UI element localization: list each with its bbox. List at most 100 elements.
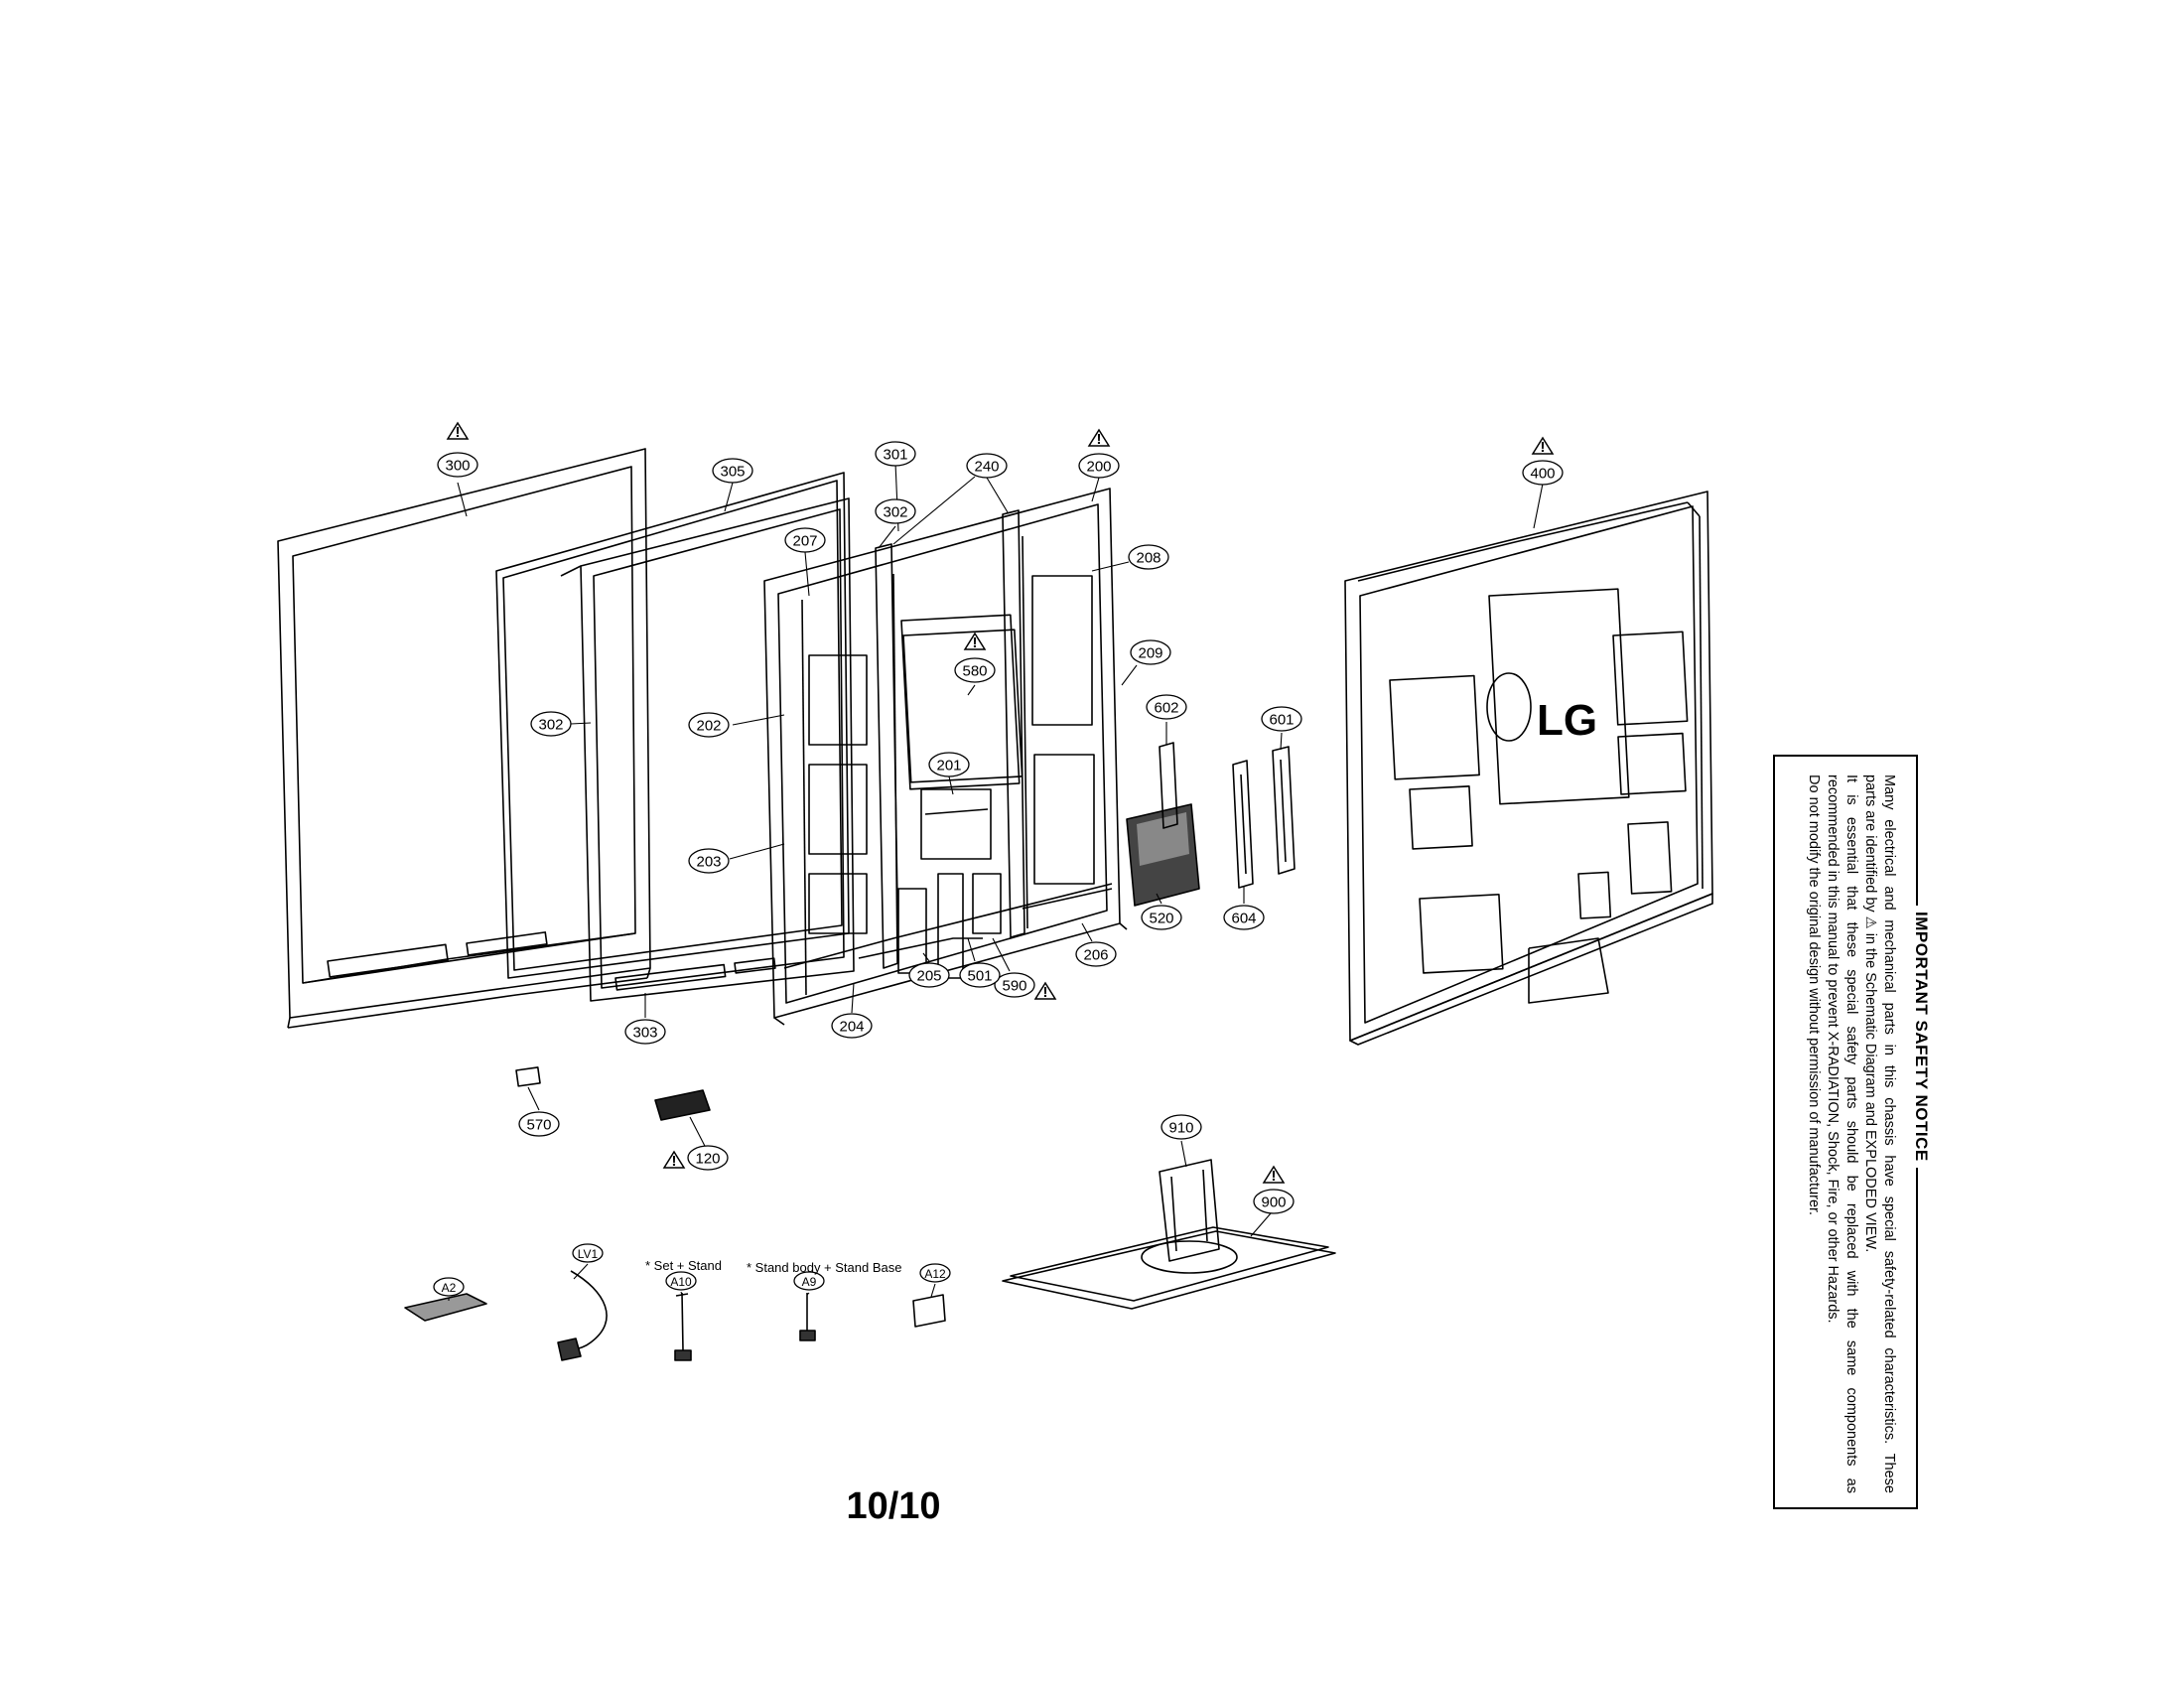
callout-label: 120 bbox=[695, 1151, 720, 1168]
callout-bubble bbox=[687, 1145, 729, 1171]
part-callout-201: 201 bbox=[928, 752, 970, 777]
callout-label: 303 bbox=[632, 1025, 657, 1042]
note-stand-body: * Stand body + Stand Base bbox=[747, 1260, 901, 1275]
callout-label: 207 bbox=[792, 533, 817, 550]
warning-icon: ! bbox=[446, 421, 470, 441]
part-callout-207: 207 bbox=[784, 527, 826, 553]
part-callout-203: 203 bbox=[688, 848, 730, 874]
callout-bubble bbox=[966, 453, 1008, 479]
part-callout-520: 520 bbox=[1141, 905, 1182, 930]
callout-bubble bbox=[1128, 544, 1169, 570]
callout-label: 604 bbox=[1231, 911, 1256, 927]
callout-label: 910 bbox=[1168, 1120, 1193, 1137]
warning-icon: ! bbox=[1262, 1165, 1286, 1185]
svg-text:!: ! bbox=[973, 634, 978, 651]
callout-bubble bbox=[1146, 694, 1187, 720]
callout-bubble bbox=[1253, 1189, 1295, 1214]
safety-line: Do not modify the original design withou… bbox=[1806, 774, 1822, 1216]
warning-icon: ! bbox=[1531, 436, 1555, 456]
part-callout-209: 209 bbox=[1130, 639, 1171, 665]
part-callout-206: 206 bbox=[1075, 941, 1117, 967]
part-callout-900: 900 bbox=[1253, 1189, 1295, 1214]
callout-bubble bbox=[1223, 905, 1265, 930]
stand-assembly bbox=[1002, 1159, 1336, 1310]
callout-bubble bbox=[1078, 453, 1120, 479]
callout-bubble bbox=[875, 498, 916, 524]
callout-bubble bbox=[784, 527, 826, 553]
part-callout-300: 300 bbox=[437, 452, 478, 478]
part-callout-602: 602 bbox=[1146, 694, 1187, 720]
part-callout-204: 204 bbox=[831, 1013, 873, 1039]
part-callout-301: 301 bbox=[875, 441, 916, 467]
callout-bubble bbox=[572, 1243, 604, 1263]
callout-label: 570 bbox=[526, 1117, 551, 1134]
part-callout-302: 302 bbox=[875, 498, 916, 524]
part-callout-302: 302 bbox=[530, 711, 572, 737]
part-callout-604: 604 bbox=[1223, 905, 1265, 930]
part-callout-400: 400 bbox=[1522, 460, 1564, 486]
callout-bubble bbox=[437, 452, 478, 478]
callout-bubble bbox=[959, 962, 1001, 988]
callout-bubble bbox=[928, 752, 970, 777]
callout-bubble bbox=[1160, 1114, 1202, 1140]
power-shield bbox=[902, 629, 1024, 783]
callout-label: 206 bbox=[1083, 947, 1108, 964]
safety-notice-box: IMPORTANT SAFETY NOTICE Many electrical … bbox=[1773, 755, 1931, 1509]
callout-label: 602 bbox=[1154, 700, 1178, 717]
part-callout-590: 590 bbox=[994, 972, 1035, 998]
callout-label: 900 bbox=[1261, 1195, 1286, 1211]
screw-a9 bbox=[799, 1293, 816, 1341]
callout-label: A9 bbox=[802, 1275, 817, 1289]
part-callout-570: 570 bbox=[518, 1111, 560, 1137]
safety-line: parts are identified by ⚠ in the Schemat… bbox=[1862, 774, 1878, 1253]
side-modules bbox=[1159, 742, 1296, 889]
part-callout-910: 910 bbox=[1160, 1114, 1202, 1140]
callout-bubble bbox=[954, 657, 996, 683]
callout-label: 302 bbox=[538, 717, 563, 734]
warning-icon: ! bbox=[963, 632, 987, 651]
safety-notice-text: Many electrical and mechanical parts in … bbox=[1804, 774, 1898, 1493]
part-callout-303: 303 bbox=[624, 1019, 666, 1045]
callout-bubble bbox=[1141, 905, 1182, 930]
part-callout-240: 240 bbox=[966, 453, 1008, 479]
callout-bubble bbox=[688, 848, 730, 874]
callout-bubble bbox=[908, 962, 950, 988]
callout-label: 590 bbox=[1002, 978, 1026, 995]
front-cabinet-bezel bbox=[277, 448, 651, 1029]
callout-bubble bbox=[688, 712, 730, 738]
panel-frame bbox=[560, 497, 855, 1002]
callout-label: A2 bbox=[442, 1281, 457, 1295]
part-callout-a10: A10 bbox=[665, 1271, 697, 1291]
note-set-stand: * Set + Stand bbox=[645, 1258, 722, 1273]
callout-label: 240 bbox=[974, 459, 999, 476]
callout-label: 301 bbox=[883, 447, 907, 464]
callout-label: 305 bbox=[720, 464, 745, 481]
callout-label: 302 bbox=[883, 504, 907, 521]
warning-icon: ! bbox=[662, 1150, 686, 1170]
callout-label: 203 bbox=[696, 854, 721, 871]
callout-bubble bbox=[831, 1013, 873, 1039]
callout-bubble bbox=[1522, 460, 1564, 486]
callout-bubble bbox=[624, 1019, 666, 1045]
main-board bbox=[1126, 803, 1200, 907]
callout-label: 209 bbox=[1138, 645, 1162, 662]
callout-label: LV1 bbox=[578, 1247, 599, 1261]
callout-bubble bbox=[1130, 639, 1171, 665]
part-callout-a9: A9 bbox=[793, 1271, 825, 1291]
callout-bubble bbox=[793, 1271, 825, 1291]
callout-label: 200 bbox=[1086, 459, 1111, 476]
screw-a10 bbox=[674, 1292, 692, 1361]
callout-label: 205 bbox=[916, 968, 941, 985]
callout-bubble bbox=[919, 1263, 951, 1283]
warning-symbols: ! ! ! ! ! ! ! bbox=[446, 421, 1555, 1185]
callout-label: 202 bbox=[696, 718, 721, 735]
cable-lv1-connector bbox=[557, 1337, 582, 1361]
svg-text:!: ! bbox=[456, 424, 461, 441]
part-120 bbox=[654, 1089, 711, 1121]
page-number: 10/10 bbox=[846, 1485, 941, 1527]
svg-text:!: ! bbox=[672, 1153, 677, 1170]
warning-icon: ! bbox=[1087, 428, 1111, 448]
part-callout-202: 202 bbox=[688, 712, 730, 738]
